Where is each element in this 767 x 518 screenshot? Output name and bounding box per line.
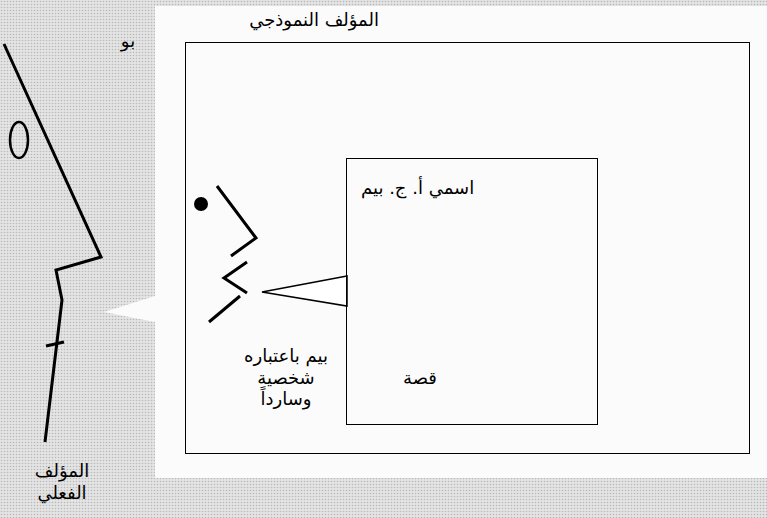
node-heading: اسمي أ. ج. بيم — [361, 177, 474, 199]
profile-line — [217, 186, 256, 256]
eye — [10, 122, 28, 158]
role-caption: بيم باعتباره شخصية وسارداً — [232, 345, 340, 410]
node-heading: المؤلف النموذجي — [249, 9, 379, 31]
author-name: بو — [100, 30, 156, 52]
mouth-line — [46, 342, 64, 346]
lips-line — [224, 262, 247, 293]
eye — [194, 197, 208, 211]
pym-profile — [194, 186, 256, 322]
poe-profile — [4, 44, 101, 442]
story-balloon: اسمي أ. ج. بيم قصة — [346, 158, 598, 425]
node-text: قصة — [403, 367, 437, 389]
balloon-tail — [262, 276, 347, 306]
model-author-panel — [104, 6, 767, 478]
chin-line — [209, 296, 240, 322]
profile-line — [4, 44, 101, 442]
role-caption: المؤلف الفعلي — [14, 460, 110, 503]
